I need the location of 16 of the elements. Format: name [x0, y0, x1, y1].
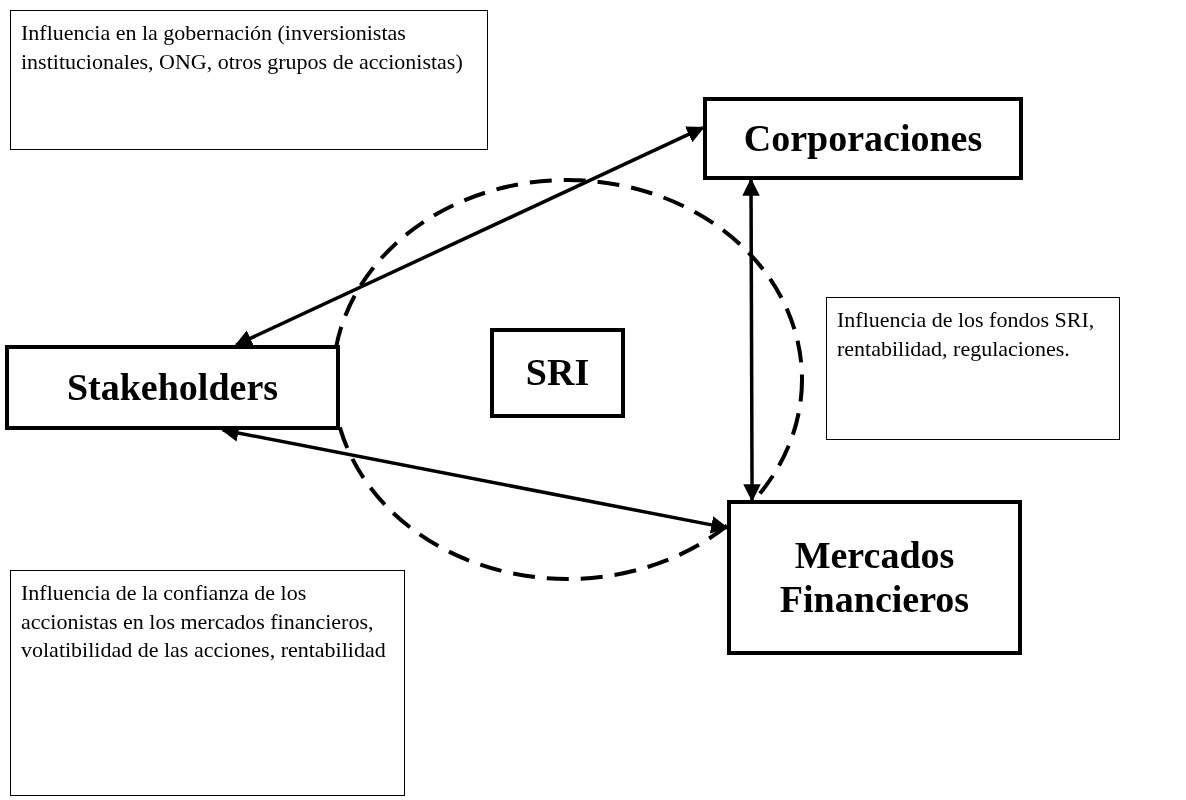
- entity-box: [727, 500, 1022, 655]
- note-box: [10, 10, 488, 150]
- note-text: Influencia de la confianza de los accionistas en los mercados financieros, volatibilidad de las acciones, rentabilidad: [21, 580, 386, 663]
- entity-label: Mercados Financieros: [778, 533, 971, 622]
- entity-label: Corporaciones: [743, 116, 983, 161]
- note-text: Influencia en la gobernación (inversionistas institucionales, ONG, otros grupos de accionistas): [21, 20, 463, 74]
- double-headed-arrow: [234, 126, 705, 347]
- entity-box: [703, 97, 1023, 180]
- note-text: Influencia de los fondos SRI, rentabilidad, regulaciones.: [837, 307, 1095, 361]
- entity-label: Stakeholders: [66, 365, 279, 410]
- entity-box: [490, 328, 625, 418]
- note-box: [826, 297, 1120, 440]
- entity-label: SRI: [525, 351, 590, 395]
- double-headed-arrow: [742, 178, 761, 502]
- note-box: [10, 570, 405, 796]
- entity-box: [5, 345, 340, 430]
